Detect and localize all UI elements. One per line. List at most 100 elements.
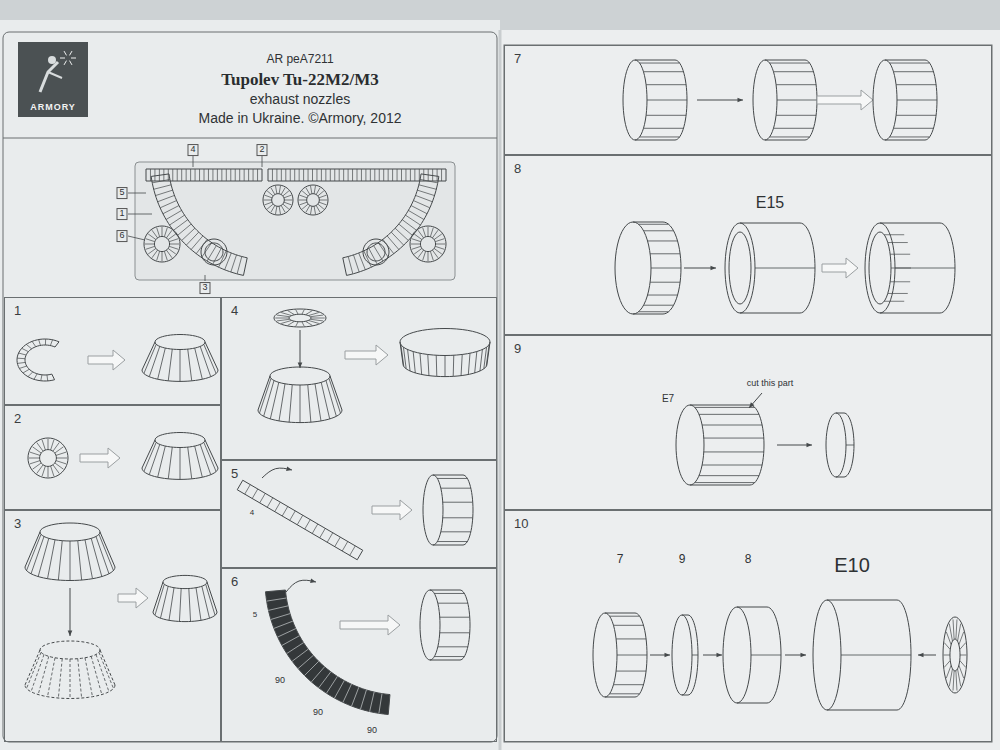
tick-line: [17, 362, 25, 364]
fret-rings: [201, 239, 389, 265]
ray-line: [48, 466, 49, 477]
ray-line: [157, 228, 160, 237]
tick-line: [348, 169, 349, 181]
step-number: 9: [514, 341, 521, 356]
cut-ring: [672, 615, 698, 695]
arrow-head: [918, 653, 924, 658]
curved-arrow: [286, 579, 316, 592]
rim: [420, 590, 440, 660]
curved-strip: [266, 590, 390, 714]
ray-line: [430, 251, 433, 260]
ray-line: [164, 251, 167, 260]
tick-line: [22, 348, 29, 351]
tick-line: [343, 169, 344, 181]
logo-block: [18, 42, 88, 117]
ray-line: [316, 205, 320, 212]
ray-line: [279, 206, 280, 214]
callout-leaders: [128, 156, 262, 281]
petal-line: [202, 586, 210, 618]
strip-outline: [268, 169, 446, 181]
ray-line: [56, 452, 66, 455]
tick-line: [257, 169, 258, 181]
tick-line: [370, 169, 371, 181]
ray-line: [958, 624, 961, 641]
tick-line: [397, 169, 398, 181]
ray-line: [308, 313, 319, 316]
tick-line: [190, 169, 191, 181]
tick-line: [352, 169, 353, 181]
step-number: 5: [231, 466, 238, 481]
rim: [298, 185, 328, 215]
petal-line: [315, 384, 321, 421]
petal-line: [644, 305, 674, 306]
tick-line: [354, 255, 360, 272]
ray-line: [146, 239, 155, 242]
leader-line: [262, 156, 263, 167]
petal-line: [453, 355, 455, 376]
petal-line: [776, 84, 816, 85]
rim: [153, 612, 217, 622]
petal-line: [38, 656, 49, 694]
edge-line: [25, 650, 40, 685]
tick-line: [199, 169, 200, 181]
petal-line: [461, 354, 462, 375]
petal-line: [890, 281, 910, 282]
paper-left: [0, 20, 500, 750]
ray-line: [33, 463, 42, 469]
petal-line: [695, 407, 755, 408]
tick-line: [357, 169, 358, 181]
edge-line: [633, 222, 663, 223]
petal-line: [420, 353, 422, 374]
callout-number: 6: [116, 230, 127, 242]
tick-line: [212, 169, 213, 181]
ray-line: [53, 443, 59, 452]
petal-line: [436, 355, 438, 376]
arrow-line: [300, 330, 301, 368]
petal-line: [195, 348, 203, 379]
small-arrow: [918, 653, 936, 658]
leader-line: [128, 214, 152, 215]
tick-line: [163, 206, 179, 214]
petal-line: [639, 311, 669, 312]
rosette-part: [263, 185, 293, 215]
tick-line: [230, 169, 231, 181]
strip-outline: [343, 174, 439, 276]
tick-line: [155, 190, 172, 195]
tick-line: [419, 185, 436, 189]
edge-line: [258, 376, 270, 410]
petal-line: [48, 540, 56, 579]
edge-line: [740, 313, 800, 314]
ray-line: [152, 250, 158, 258]
arrow-head: [68, 630, 73, 636]
arrow-head: [710, 266, 716, 271]
tick-line: [252, 489, 258, 499]
petal-line: [196, 588, 201, 621]
tick-line: [281, 169, 282, 181]
rim: [873, 60, 897, 140]
ray-line: [265, 202, 272, 205]
tick-line: [290, 511, 296, 521]
rim: [274, 309, 326, 327]
arrow-head: [310, 579, 316, 584]
rim: [844, 413, 854, 477]
tick-line: [244, 169, 245, 181]
tick-line: [335, 537, 341, 547]
tick-line: [299, 169, 300, 181]
step-number: 8: [514, 161, 521, 176]
arrow-head: [664, 653, 670, 658]
petal-line: [893, 71, 933, 72]
petal-line: [468, 353, 470, 374]
strip-outline: [237, 480, 363, 560]
rim: [270, 367, 330, 385]
rim: [154, 236, 169, 251]
tick-line: [326, 676, 337, 693]
petal-line: [644, 230, 674, 231]
ray-line: [302, 191, 308, 196]
hollow-arrow: [80, 448, 120, 468]
tick-line: [311, 667, 324, 682]
petal-line: [610, 693, 640, 694]
tick-line: [213, 248, 221, 264]
step-panel: 4: [221, 297, 497, 460]
petal-line: [48, 658, 56, 697]
callout-number: 1: [116, 208, 127, 220]
